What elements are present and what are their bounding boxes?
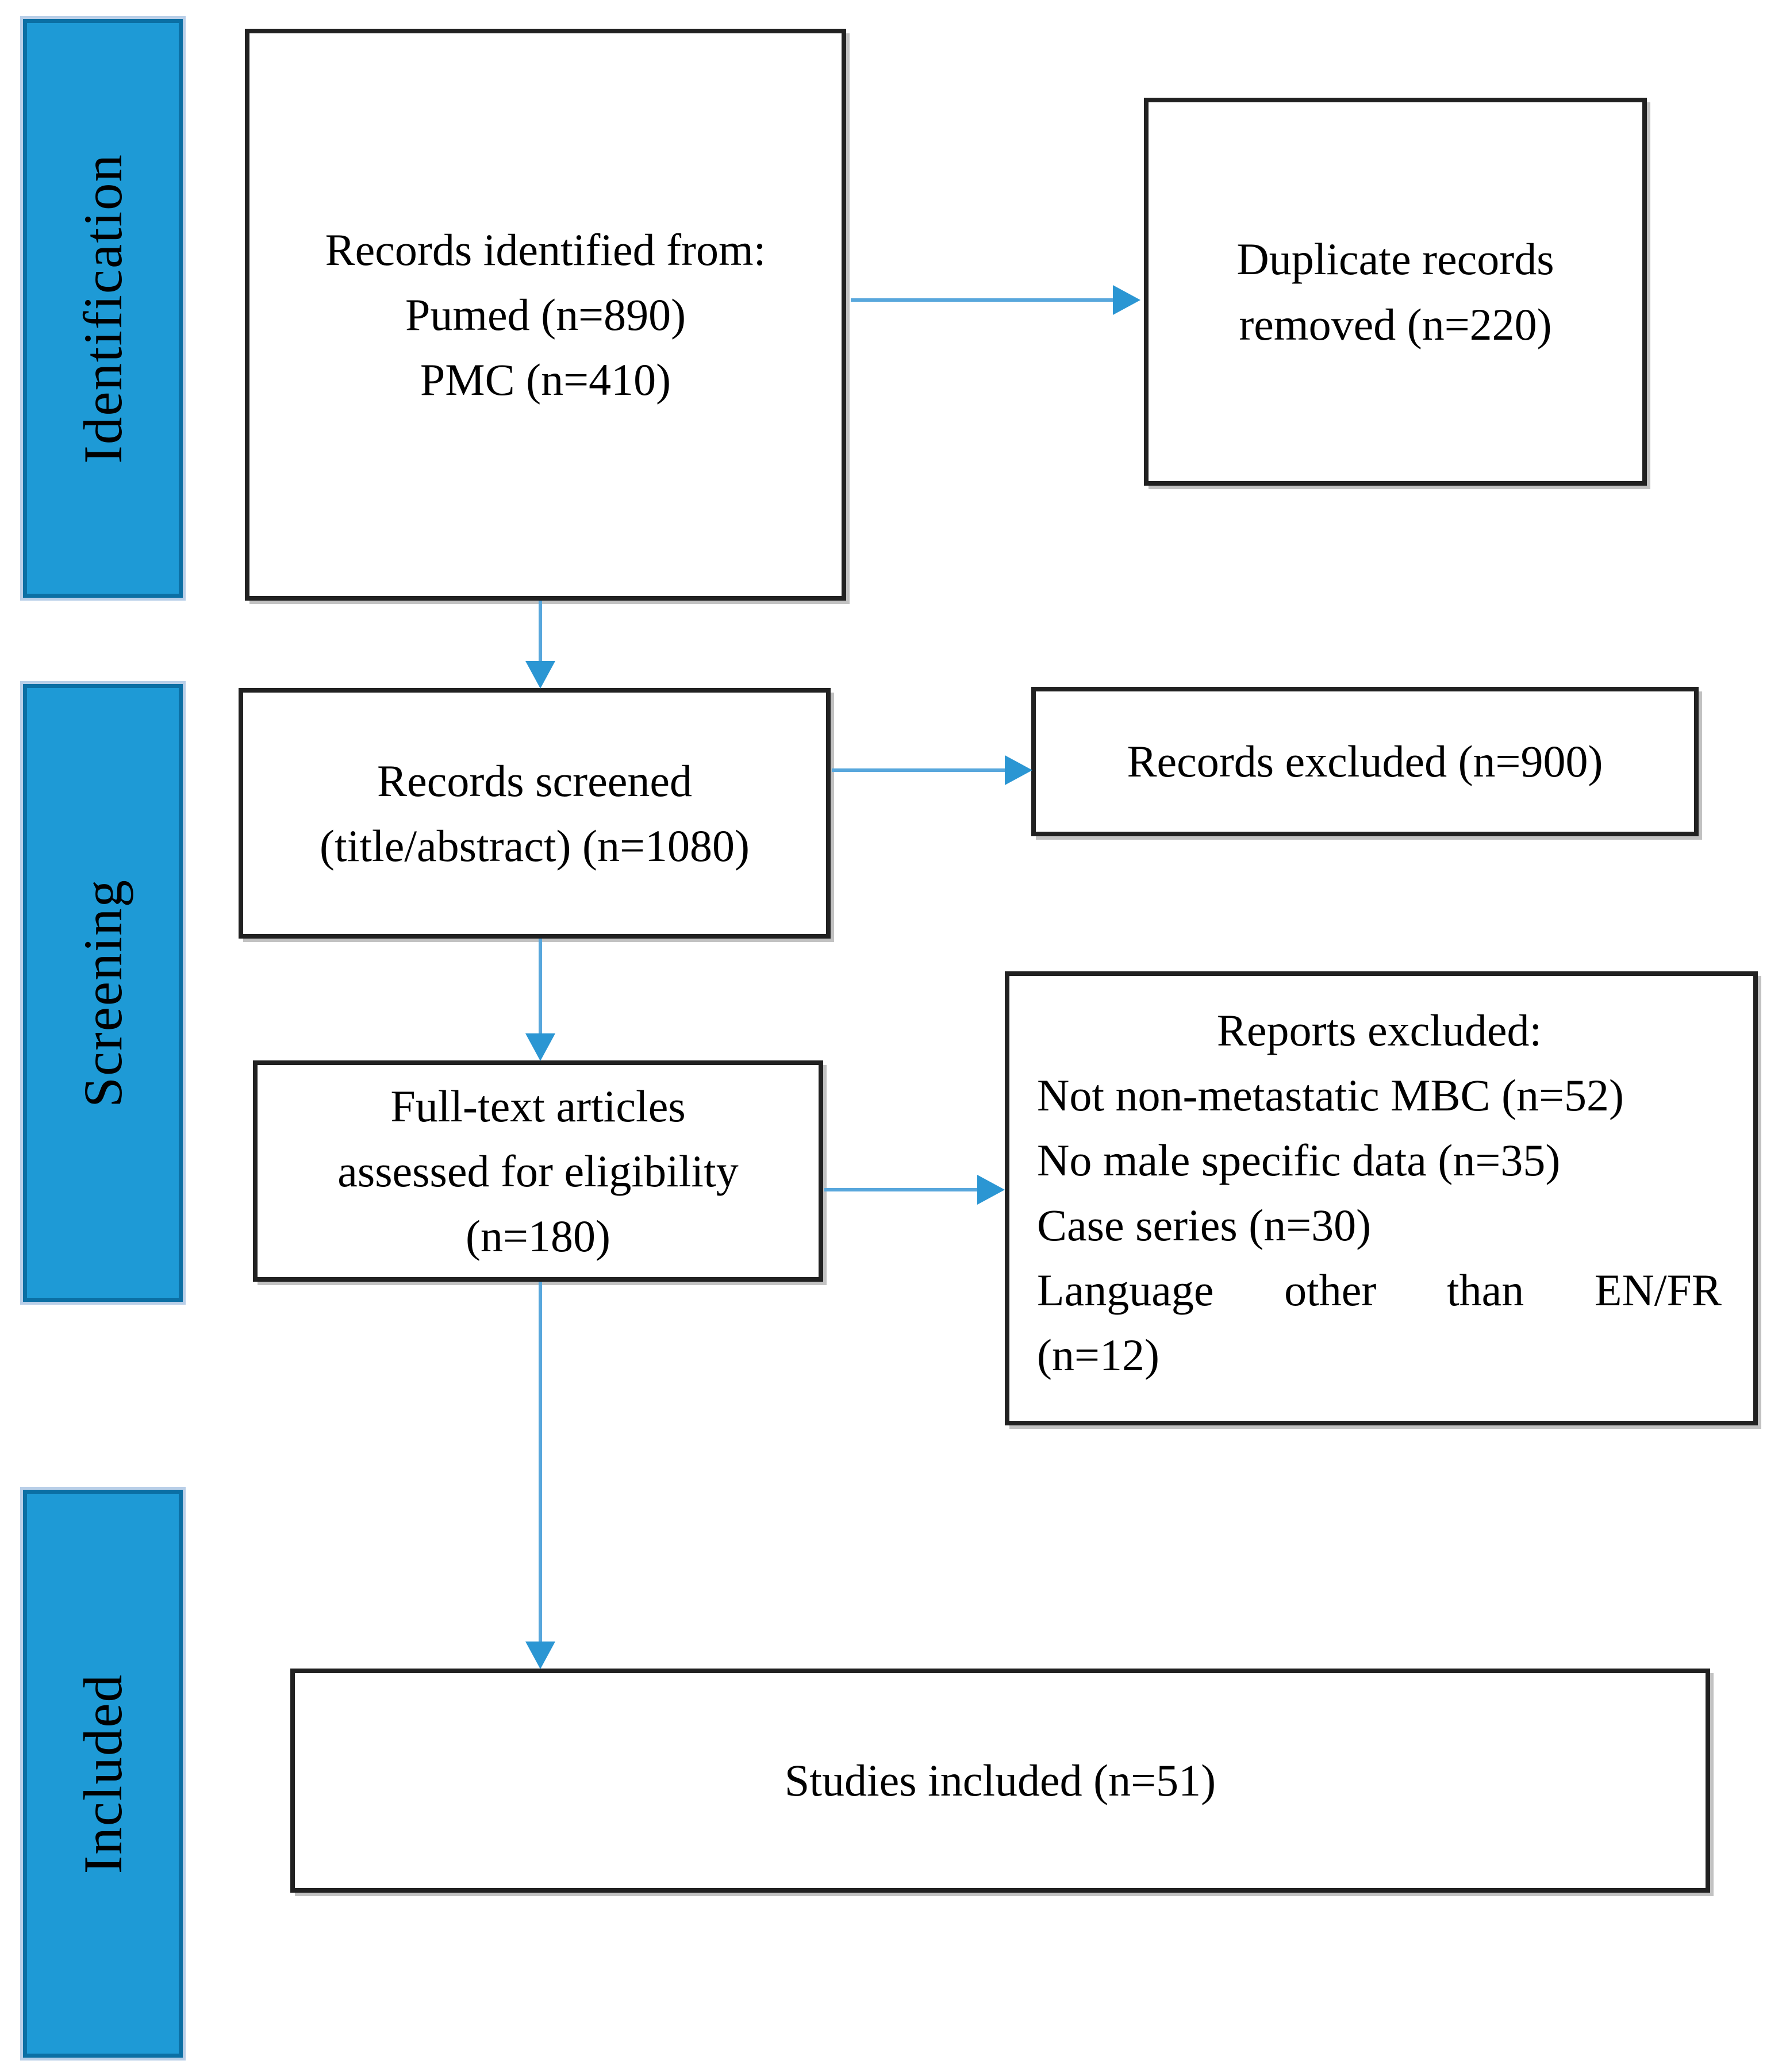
flow-box-reports-excluded: Reports excluded: Not non-metastatic MBC… [1005,971,1758,1425]
arrow-screened-to-fulltext-line [539,939,542,1037]
stage-label-identification: Identification [72,153,133,464]
flow-box-studies-included: Studies included (n=51) [290,1669,1710,1893]
arrow-down-icon [525,1033,555,1061]
fulltext-line-1: Full-text articles [390,1081,686,1131]
flow-box-duplicates-removed: Duplicate records removed (n=220) [1144,98,1647,486]
reason-4-word-1: Language [1037,1265,1214,1316]
duplicates-removed-line: Duplicate records [1236,234,1554,285]
arrow-right-icon [1005,755,1032,785]
flow-box-records-identified: Records identified from: Pumed (n=890) P… [245,29,846,601]
reports-excluded-reason-4: Language other than EN/FR [1037,1258,1722,1323]
arrow-right-icon [977,1175,1005,1205]
reports-excluded-reason-3: Case series (n=30) [1037,1200,1372,1251]
reports-excluded-title: Reports excluded: [1216,1005,1542,1055]
reason-4-word-4: EN/FR [1594,1265,1722,1316]
arrow-identified-to-screened-line [539,601,542,665]
arrow-fulltext-to-reports-line [824,1188,981,1191]
records-identified-pmc-count: PMC (n=410) [420,355,671,405]
flow-box-fulltext-assessed: Full-text articles assessed for eligibil… [253,1060,823,1282]
reports-excluded-reason-2: No male specific data (n=35) [1037,1135,1561,1186]
stage-label-included: Included [72,1673,133,1874]
records-screened-count: (title/abstract) (n=1080) [320,821,750,871]
records-identified-line: Records identified from: [325,224,766,275]
fulltext-count: (n=180) [466,1211,610,1262]
arrow-down-icon [525,661,555,689]
stage-band-included: Included [23,1490,183,2058]
stage-label-screening: Screening [72,878,133,1108]
arrow-fulltext-to-studies-line [539,1282,542,1645]
stage-band-identification: Identification [23,19,183,598]
duplicates-removed-count: removed (n=220) [1239,299,1552,349]
flow-box-records-excluded: Records excluded (n=900) [1031,687,1699,836]
records-identified-pubmed-count: Pumed (n=890) [405,289,686,340]
arrow-identified-to-duplicates-line [851,298,1114,302]
records-screened-line: Records screened [377,755,692,806]
records-excluded-count: Records excluded (n=900) [1127,736,1603,787]
fulltext-line-2: assessed for eligibility [337,1145,739,1196]
stage-band-screening: Screening [23,684,183,1302]
arrow-screened-to-excluded-line [832,768,1009,772]
reports-excluded-reason-1: Not non-metastatic MBC (n=52) [1037,1070,1624,1121]
arrow-down-icon [525,1642,555,1669]
arrow-right-icon [1113,285,1140,315]
reason-4-word-3: than [1447,1265,1524,1316]
reason-4-word-2: other [1284,1265,1377,1316]
reports-excluded-reason-4-count: (n=12) [1037,1330,1159,1381]
studies-included-count: Studies included (n=51) [784,1755,1216,1806]
flow-box-records-screened: Records screened (title/abstract) (n=108… [239,688,831,939]
